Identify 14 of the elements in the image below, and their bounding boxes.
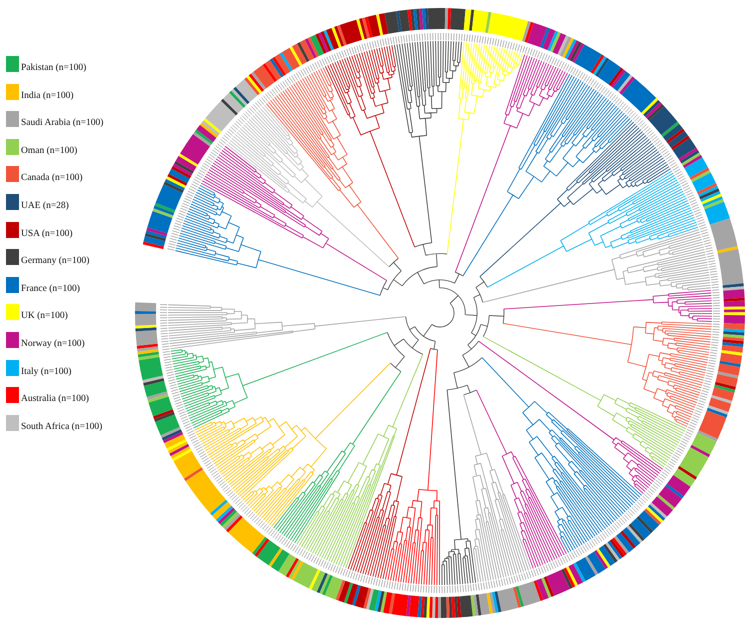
legend-label: UAE (n=28) [21, 201, 69, 212]
legend-label: Saudi Arabia (n=100) [21, 118, 104, 130]
legend-label: France (n=100) [21, 284, 80, 295]
legend-label: Germany (n=100) [21, 256, 90, 268]
legend-label: UK (n=100) [21, 311, 68, 322]
legend-label: Italy (n=100) [21, 366, 72, 378]
legend-label: Norway (n=100) [21, 339, 85, 350]
legend-label: Oman (n=100) [21, 146, 78, 157]
legend-label: USA (n=100) [21, 228, 73, 240]
legend-label: Canada (n=100) [21, 173, 83, 184]
legend-label: Australia (n=100) [21, 394, 89, 406]
legend-label: South Africa (n=100) [21, 422, 102, 433]
legend-label: Pakistan (n=100) [21, 63, 86, 74]
legend-label: India (n=100) [21, 90, 74, 102]
